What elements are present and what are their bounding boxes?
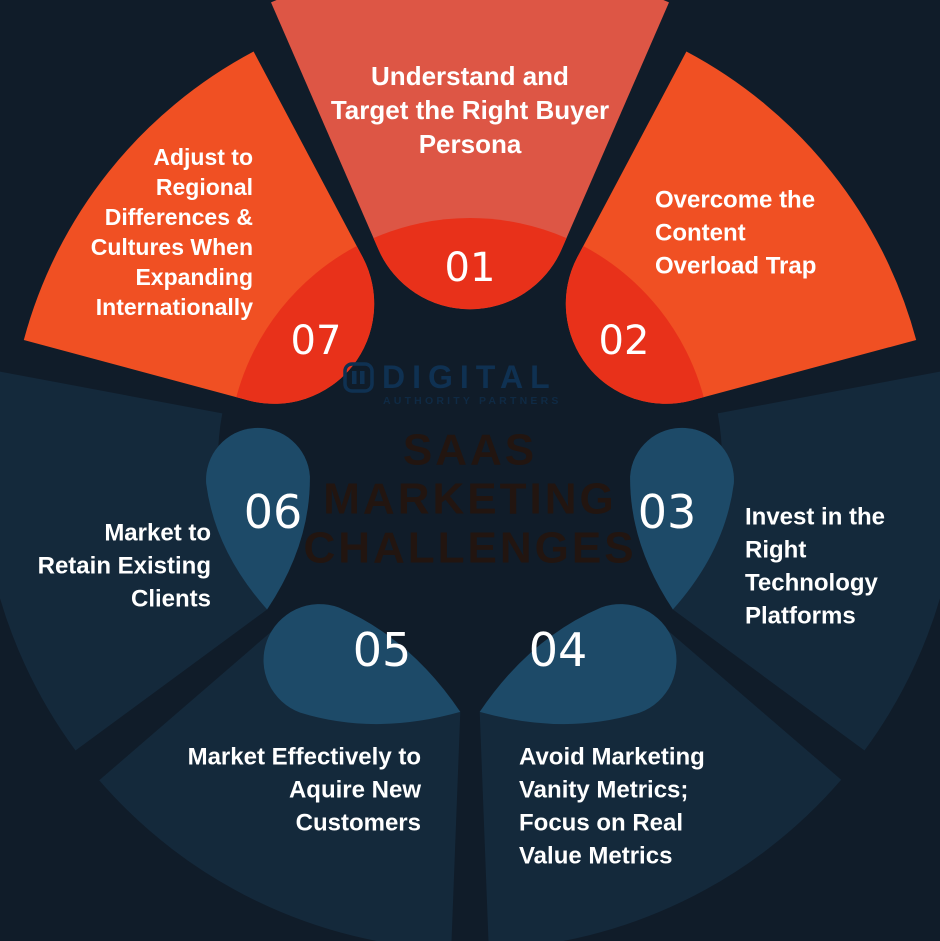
segment-06-sector bbox=[0, 371, 268, 751]
segment-03-sector bbox=[672, 371, 940, 751]
segment-05-label: Market Effectively to Aquire New Custome… bbox=[188, 744, 422, 837]
segment-01-number: 01 bbox=[445, 245, 496, 291]
label-line: Vanity Metrics; bbox=[519, 777, 688, 804]
label-line: Expanding bbox=[135, 264, 253, 290]
segment-06-label: Market to Retain Existing Clients bbox=[38, 520, 211, 613]
segment-02 bbox=[565, 51, 917, 404]
label-line: Customers bbox=[296, 810, 421, 837]
label-line: Content bbox=[655, 220, 746, 247]
segment-05 bbox=[99, 604, 461, 941]
label-line: Technology bbox=[745, 570, 879, 597]
segment-03-petal bbox=[630, 427, 734, 610]
segment-06-number: 06 bbox=[244, 485, 303, 539]
label-line: Market Effectively to bbox=[188, 744, 421, 771]
center-title-line: SAAS bbox=[403, 426, 537, 475]
center-title: SAAS MARKETING CHALLENGES bbox=[303, 426, 636, 573]
segment-02-inner-disc bbox=[565, 246, 704, 404]
label-line: Regional bbox=[156, 174, 253, 200]
label-line: Clients bbox=[131, 586, 211, 613]
segment-04-label: Avoid Marketing Vanity Metrics; Focus on… bbox=[519, 744, 705, 870]
segment-02-number: 02 bbox=[599, 318, 650, 364]
label-line: Market to bbox=[104, 520, 211, 547]
label-line: Value Metrics bbox=[519, 843, 672, 870]
segment-01-label: Understand and Target the Right Buyer Pe… bbox=[331, 61, 609, 159]
center-logo: DIGITAL AUTHORITY PARTNERS bbox=[343, 359, 562, 407]
segment-06-petal bbox=[206, 427, 310, 610]
label-line: Differences & bbox=[105, 204, 253, 230]
logo-text: DIGITAL bbox=[382, 359, 557, 395]
segment-07 bbox=[23, 51, 375, 404]
label-line: Understand and bbox=[371, 61, 569, 91]
label-line: Persona bbox=[419, 129, 522, 159]
segment-05-number: 05 bbox=[353, 623, 412, 677]
digital-authority-logo-icon bbox=[343, 362, 374, 393]
segment-04 bbox=[479, 604, 842, 941]
segment-04-number: 04 bbox=[529, 623, 588, 677]
segment-01 bbox=[271, 0, 669, 310]
segment-03-label: Invest in the Right Technology Platforms bbox=[745, 504, 885, 630]
label-line: Platforms bbox=[745, 603, 856, 630]
segment-03 bbox=[630, 371, 940, 751]
logo-subtext: AUTHORITY PARTNERS bbox=[383, 395, 562, 407]
label-line: Invest in the bbox=[745, 504, 885, 531]
segment-02-label: Overcome the Content Overload Trap bbox=[655, 187, 816, 280]
segment-07-number: 07 bbox=[291, 318, 342, 364]
label-line: Overcome the bbox=[655, 187, 815, 214]
label-line: Cultures When bbox=[91, 234, 253, 260]
label-line: Focus on Real bbox=[519, 810, 683, 837]
segment-05-petal bbox=[263, 604, 461, 725]
center-title-line: CHALLENGES bbox=[303, 524, 636, 573]
segment-03-number: 03 bbox=[638, 485, 697, 539]
segment-01-sector bbox=[271, 0, 669, 310]
label-line: Aquire New bbox=[289, 777, 421, 804]
segment-07-inner-disc bbox=[236, 246, 375, 404]
label-line: Target the Right Buyer bbox=[331, 95, 609, 125]
segment-04-petal bbox=[479, 604, 677, 725]
label-line: Internationally bbox=[96, 294, 253, 320]
label-line: Right bbox=[745, 537, 806, 564]
segment-01-inner-disc bbox=[373, 218, 567, 310]
label-line: Retain Existing bbox=[38, 553, 211, 580]
label-line: Adjust to bbox=[153, 144, 253, 170]
label-line: Avoid Marketing bbox=[519, 744, 705, 771]
segment-07-label: Adjust to Regional Differences & Culture… bbox=[91, 144, 253, 320]
center-title-line: MARKETING bbox=[323, 475, 616, 524]
label-line: Overload Trap bbox=[655, 253, 816, 280]
segment-06 bbox=[0, 371, 310, 751]
